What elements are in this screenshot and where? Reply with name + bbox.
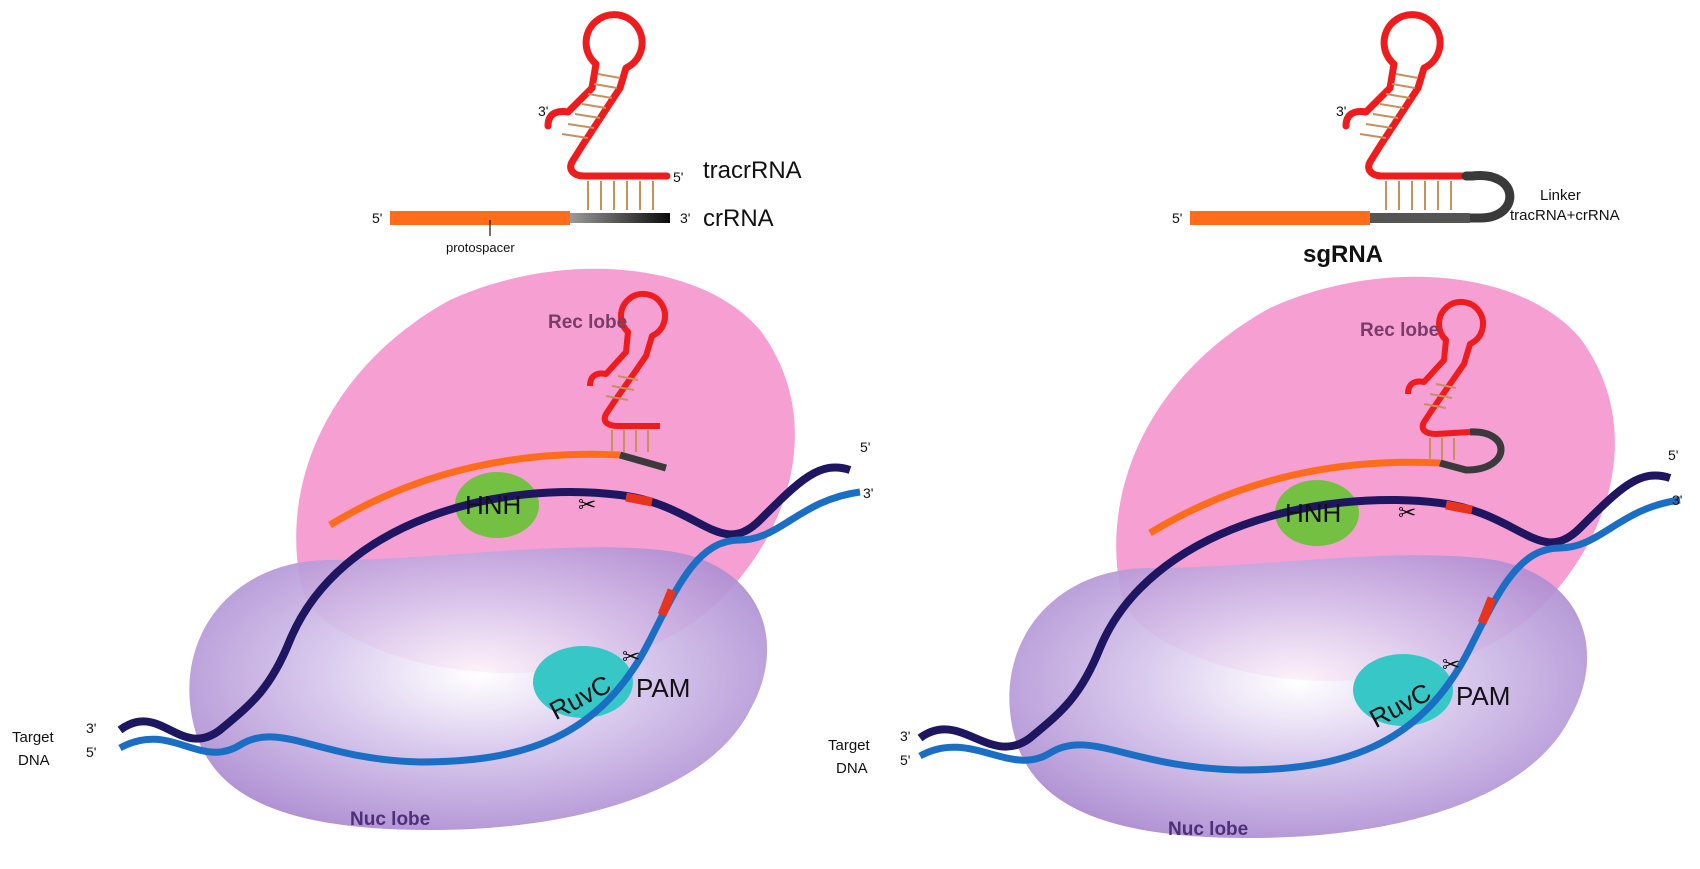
tracrrna-label: tracrRNA: [703, 157, 802, 184]
tracr-cr-base-pairs: [587, 181, 654, 210]
sgrna-5prime: 5': [1172, 210, 1182, 226]
crrna-label: crRNA: [703, 205, 774, 232]
scissors-icon: ✂: [1442, 652, 1460, 677]
crrna-3prime: 3': [680, 210, 690, 226]
hnh-domain: [455, 472, 539, 538]
target-strand: [917, 471, 1672, 751]
guide-crrna: [1148, 458, 1441, 536]
guide-linker: [619, 451, 667, 472]
sgrna-tracr-strand: [1342, 11, 1470, 180]
right-end-5prime: 5': [860, 439, 870, 455]
right-end-5prime: 5': [1668, 447, 1678, 463]
right-guide-rna: 3' 5' Linker tracRNA+crRNA sgRNA: [1172, 11, 1620, 268]
hnh-label: HNH: [1285, 498, 1341, 528]
scissors-icon: ✂: [622, 644, 640, 669]
protospacer-label: protospacer: [446, 240, 515, 255]
right-end-3prime: 3': [1672, 492, 1682, 508]
right-cas9-complex: ✂ ✂ Rec lobe Nuc lobe HNH RuvC PAM Targe…: [828, 276, 1682, 840]
target-strand: [117, 463, 852, 743]
target-dna-label-2: DNA: [18, 752, 50, 769]
scissors-icon: ✂: [578, 492, 596, 517]
guide-base-pairs: [1423, 383, 1457, 460]
pam-nontarget: [1477, 596, 1497, 625]
guide-linker: [1439, 428, 1505, 474]
sgrna-3prime: 3': [1336, 103, 1346, 119]
sgrna-base-pairs: [1385, 181, 1452, 210]
target-dna-label-2: DNA: [836, 760, 868, 777]
left-end-5prime: 5': [900, 752, 910, 768]
sgrna-gradient-segment: [1370, 213, 1470, 223]
linker-label-1: Linker: [1540, 187, 1581, 204]
pam-label: PAM: [1456, 681, 1510, 711]
tracrrna-strand: [544, 11, 671, 180]
left-guide-rna: 3' 5' tracrRNA 5' 3' crRNA protospacer: [372, 11, 802, 255]
pam-nontarget: [657, 588, 677, 617]
pam-target: [625, 492, 653, 507]
nontarget-strand: [918, 496, 1681, 774]
guide-base-pairs: [605, 375, 649, 452]
left-end-3prime: 3': [900, 728, 910, 744]
left-end-5prime: 5': [86, 744, 96, 760]
left-end-3prime: 3': [86, 720, 96, 736]
sgrna-label: sgRNA: [1303, 241, 1383, 268]
crrna-5prime: 5': [372, 210, 382, 226]
nontarget-strand: [118, 488, 861, 766]
nuc-lobe-label: Nuc lobe: [350, 809, 430, 830]
linker-label-2: tracRNA+crRNA: [1510, 207, 1620, 224]
crrna-gradient-segment: [570, 213, 670, 223]
pam-target: [1445, 500, 1473, 515]
target-dna-label-1: Target: [12, 729, 55, 746]
hnh-label: HNH: [465, 490, 521, 520]
right-end-3prime: 3': [863, 485, 873, 501]
nuc-lobe: [1009, 555, 1588, 838]
tracr-3prime: 3': [538, 103, 548, 119]
rec-lobe-label: Rec lobe: [548, 312, 627, 333]
guide-tracr: [1405, 298, 1486, 437]
pam-label: PAM: [636, 673, 690, 703]
nuc-lobe-label: Nuc lobe: [1168, 819, 1248, 840]
tracr-5prime: 5': [673, 169, 683, 185]
sgrna-stem-base-pairs: [1359, 73, 1419, 139]
linker-loop: [1461, 171, 1515, 223]
stem-base-pairs: [561, 73, 621, 139]
guide-tracr: [587, 290, 668, 429]
hnh-domain: [1275, 480, 1359, 546]
nuc-lobe: [189, 547, 768, 830]
guide-crrna: [328, 450, 621, 528]
rec-lobe-label: Rec lobe: [1360, 320, 1439, 341]
left-cas9-complex: ✂ ✂ Rec lobe Nuc lobe HNH RuvC PAM Targe…: [12, 268, 873, 830]
scissors-icon: ✂: [1398, 500, 1416, 525]
target-dna-label-1: Target: [828, 737, 871, 754]
